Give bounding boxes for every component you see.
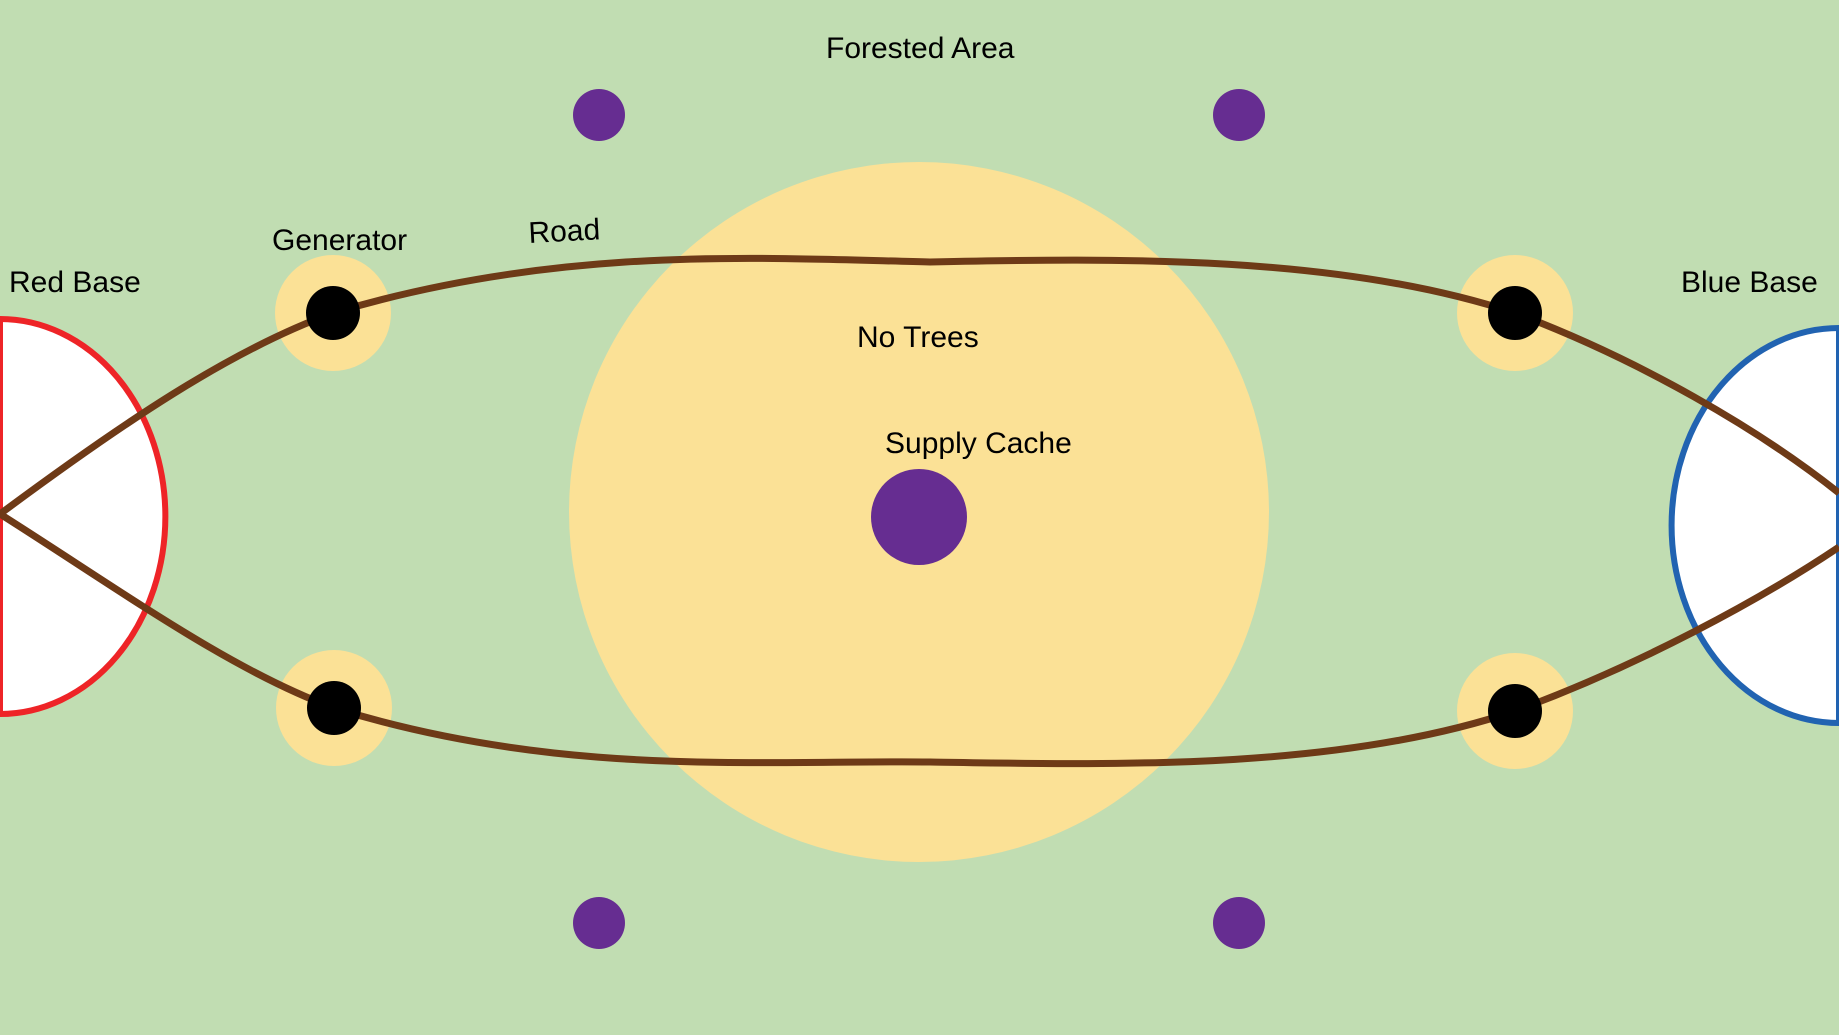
forest-cache-bottom-left[interactable] [573, 897, 625, 949]
road-top [0, 254, 1839, 517]
red-base-label: Red Base [9, 266, 141, 299]
forest-cache-top-right[interactable] [1213, 89, 1265, 141]
supply-cache-label: Supply Cache [885, 427, 1072, 460]
supply-cache[interactable] [871, 469, 967, 565]
no-trees-label: No Trees [857, 321, 979, 354]
generator-bottom-right[interactable] [1488, 684, 1542, 738]
red-base[interactable] [0, 315, 169, 718]
generator-label: Generator [272, 224, 407, 257]
forested-area-label: Forested Area [826, 32, 1015, 65]
road-label: Road [528, 213, 601, 250]
forest-cache-top-left[interactable] [573, 89, 625, 141]
road-bottom [0, 511, 1839, 768]
blue-base-label: Blue Base [1681, 266, 1818, 299]
generator-top-left[interactable] [306, 286, 360, 340]
generator-bottom-left[interactable] [307, 681, 361, 735]
forest-cache-bottom-right[interactable] [1213, 897, 1265, 949]
generator-top-right[interactable] [1488, 286, 1542, 340]
